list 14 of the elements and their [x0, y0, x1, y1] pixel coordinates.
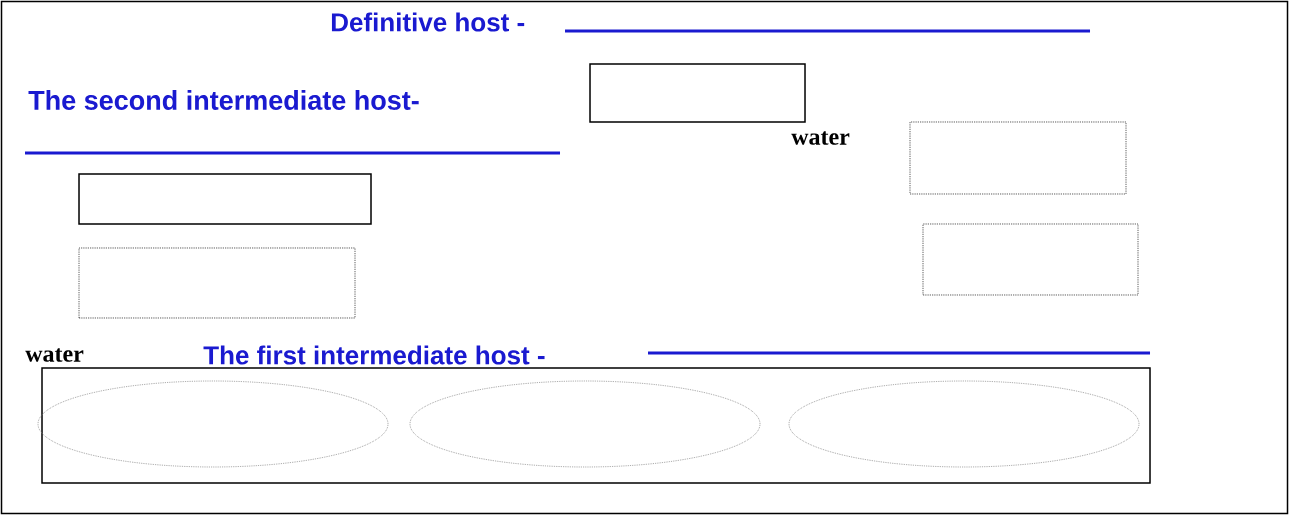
answer-ellipse: [37, 380, 389, 468]
answer-box: [922, 223, 1139, 296]
answer-box: [41, 367, 1151, 484]
water-label: water: [791, 131, 850, 145]
heading-label: The first intermediate host -: [203, 345, 545, 365]
water-label: water: [25, 348, 84, 362]
answer-box: [589, 63, 806, 123]
answer-box: [78, 247, 356, 319]
heading-label: The second intermediate host-: [28, 90, 419, 110]
answer-box: [909, 121, 1127, 195]
answer-box: [78, 173, 372, 225]
heading-label: Definitive host -: [331, 12, 525, 32]
answer-ellipse: [788, 380, 1140, 468]
answer-ellipse: [409, 380, 761, 468]
